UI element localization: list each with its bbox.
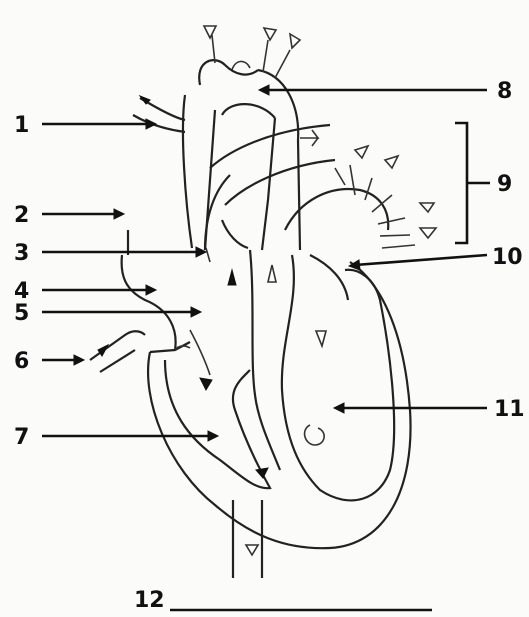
number-labels: 1 2 3 4 5 6 7 8 9 10 11 12: [14, 79, 525, 613]
label-10: 10: [492, 245, 523, 270]
label-1: 1: [14, 113, 29, 138]
label-12: 12: [134, 588, 165, 613]
leader-line-10: [355, 255, 487, 265]
heart-outline: [90, 35, 415, 578]
label-3: 3: [14, 241, 29, 266]
bracket-9: [455, 123, 467, 243]
label-9: 9: [497, 172, 512, 197]
label-11: 11: [494, 397, 525, 422]
label-2: 2: [14, 203, 29, 228]
label-5: 5: [14, 301, 29, 326]
label-8: 8: [497, 79, 512, 104]
label-7: 7: [14, 425, 29, 450]
label-6: 6: [14, 349, 29, 374]
